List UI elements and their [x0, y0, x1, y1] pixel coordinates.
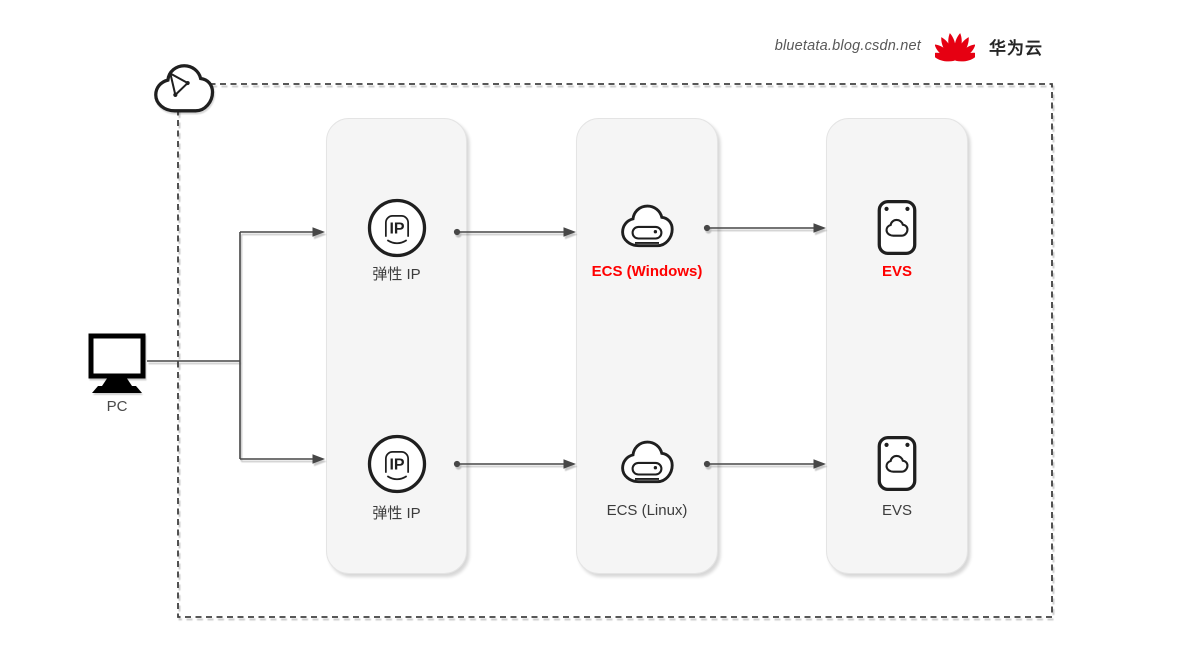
elastic-ip-icon: IP	[367, 198, 426, 258]
pc-monitor-icon	[88, 333, 146, 393]
label-evs-bottom: EVS	[881, 502, 912, 519]
pc-label: PC	[106, 398, 128, 415]
brand-name: 华为云	[989, 38, 1043, 58]
ecs-cloud-server-icon	[621, 440, 674, 484]
panel-ecs: ECS (Windows) ECS (Linux)	[576, 118, 718, 574]
wire-pc-trunk	[147, 232, 241, 459]
huawei-logo-icon	[935, 33, 975, 62]
label-elastic-ip-bottom: 弹性 IP	[372, 505, 421, 522]
arrowhead-eip-ecs-bottom	[563, 459, 576, 469]
label-elastic-ip-top: 弹性 IP	[372, 266, 421, 283]
evs-disk-icon	[877, 199, 917, 256]
svg-text:IP: IP	[389, 456, 404, 473]
arrowhead-ecs-evs-bottom	[813, 459, 826, 469]
label-evs-top: EVS	[881, 263, 912, 280]
arrowhead-eip-ecs-top	[563, 227, 576, 237]
evs-disk-icon	[877, 435, 917, 492]
watermark-site-text: bluetata.blog.csdn.net	[774, 38, 921, 54]
arrowhead-top-branch	[312, 227, 325, 237]
arrowhead-ecs-evs-top	[813, 223, 826, 233]
label-ecs-linux: ECS (Linux)	[606, 502, 688, 519]
pc-node: PC	[85, 332, 149, 415]
arrowhead-bottom-branch	[312, 454, 325, 464]
label-ecs-windows: ECS (Windows)	[591, 263, 703, 280]
watermark: bluetata.blog.csdn.net 华为云	[775, 30, 1043, 62]
ecs-cloud-server-icon	[621, 204, 674, 248]
panel-evs: EVS EVS	[826, 118, 968, 574]
vpc-cloud-icon	[151, 63, 217, 114]
panel-elastic-ip: IP 弹性 IP IP 弹性 IP	[326, 118, 467, 574]
elastic-ip-icon: IP	[367, 434, 426, 494]
svg-text:IP: IP	[389, 220, 404, 237]
